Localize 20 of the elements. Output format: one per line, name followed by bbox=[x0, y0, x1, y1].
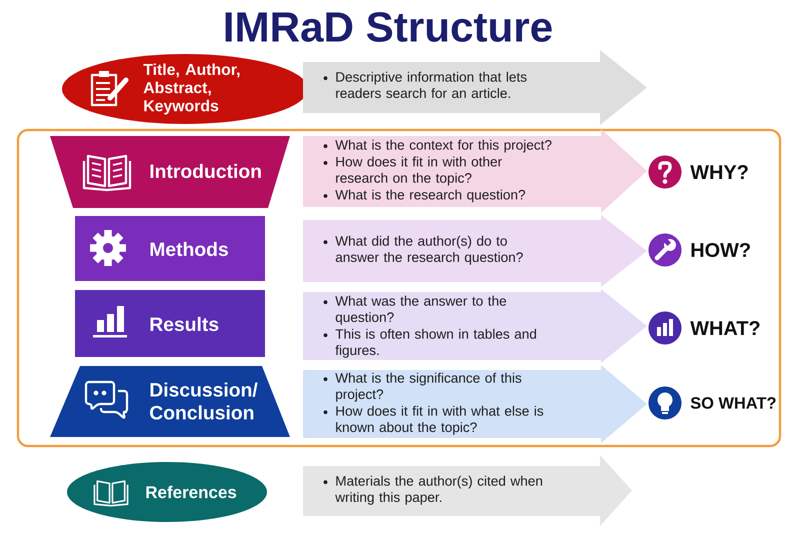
section-box: Results bbox=[75, 290, 265, 357]
side-label: SO WHAT? bbox=[690, 397, 776, 409]
bullet-text: Materials the author(s) cited when writing this paper. bbox=[335, 476, 542, 505]
section-trapezoid: Discussion/ Conclusion bbox=[50, 366, 290, 437]
bullet-text: How does it fit in with what else is known about the topic? bbox=[336, 406, 544, 435]
section-trapezoid: Introduction bbox=[50, 136, 290, 208]
bullet-text: How does it fit in with other research on the topic? bbox=[336, 156, 502, 186]
title: IMRaD Structure bbox=[226, 12, 552, 42]
bullet-text: What was the answer to the question? bbox=[335, 296, 506, 325]
bullet-text: What did the author(s) do to answer the research question? bbox=[335, 236, 523, 265]
side-label: WHAT? bbox=[690, 321, 760, 335]
side-label: WHY? bbox=[690, 165, 748, 179]
side-label: HOW? bbox=[692, 242, 750, 258]
bullet-text: What is the research question? bbox=[335, 190, 526, 202]
bullet-text: This is often shown in tables and figures. bbox=[335, 328, 536, 358]
bullet-text: What is the significance of this project? bbox=[335, 372, 522, 402]
bullet-text: What is the context for this project? bbox=[335, 140, 552, 152]
bullet-text: Descriptive information that lets readers search for an article. bbox=[336, 72, 527, 98]
rounded-frame bbox=[16, 128, 782, 448]
section-box: Methods bbox=[75, 216, 265, 281]
